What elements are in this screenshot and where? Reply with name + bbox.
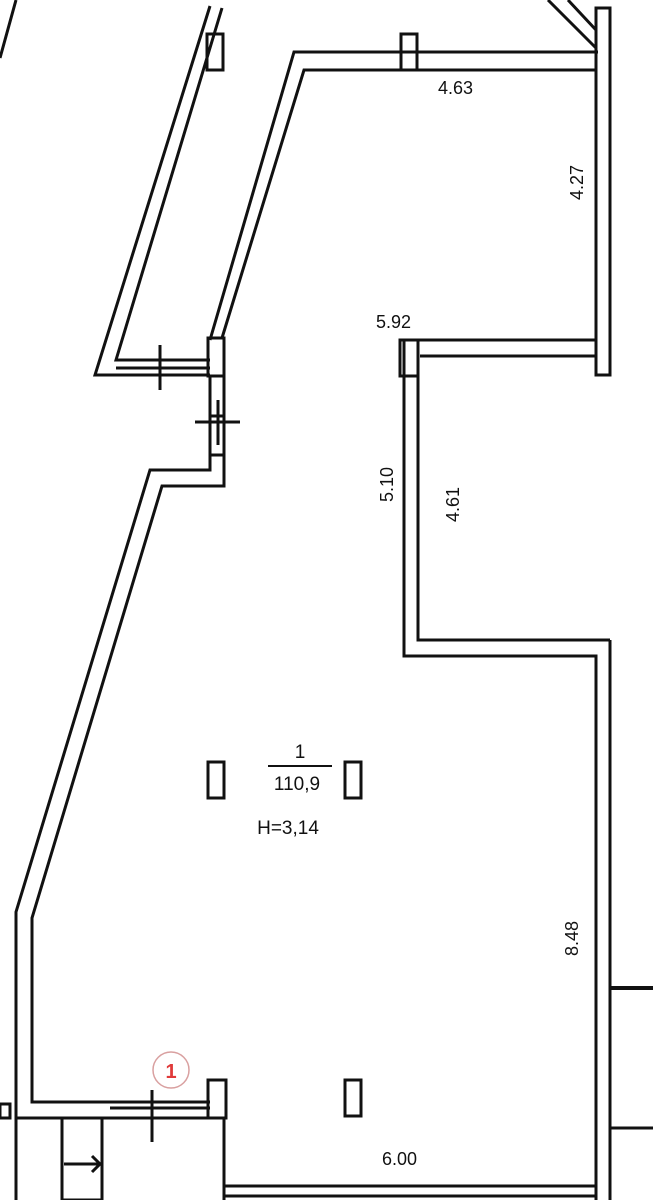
- dimension-top-width: 4.63: [438, 78, 473, 98]
- dimension-notch-width: 5.92: [376, 312, 411, 332]
- marker-number: 1: [165, 1061, 176, 1083]
- entry-block: [60, 1116, 104, 1200]
- dimension-notch-outer: 5.10: [377, 467, 397, 502]
- column-balcony-top: [205, 32, 225, 72]
- roof-line-2: [566, 0, 598, 32]
- room-number: 1: [295, 742, 306, 763]
- notch-wall-vertical: [402, 340, 598, 1200]
- passage-column-top: [206, 336, 226, 378]
- passage-wall: [14, 376, 212, 1200]
- bottom-column: [206, 1078, 228, 1120]
- column-upper-room-top: [399, 32, 419, 72]
- marker-circle: [152, 1051, 190, 1089]
- right-wall-upper: [594, 6, 612, 377]
- dimension-bottom-width: 6.00: [382, 1149, 417, 1169]
- upper-room-outer-wall: [208, 50, 598, 341]
- notch-column: [398, 338, 420, 378]
- notch-wall-top: [416, 338, 610, 642]
- entry-arrow-head: [90, 1154, 103, 1174]
- column-bottom: [343, 1078, 363, 1118]
- room-area: 110,9: [274, 774, 320, 795]
- balcony-outer-wall: [92, 5, 212, 377]
- roof-line-1: [546, 0, 598, 50]
- balcony-inner-wall: [113, 7, 224, 362]
- left-stub: [0, 1102, 12, 1120]
- column-left: [206, 760, 226, 800]
- dimension-right-upper: 4.27: [567, 165, 587, 200]
- upper-room-inner-wall: [220, 68, 596, 339]
- passage-wall-inner: [30, 376, 226, 1104]
- dimension-notch-inner: 4.61: [443, 487, 463, 522]
- outer-wall-left-diagonal: [0, 0, 18, 59]
- dimension-right-lower: 8.48: [562, 921, 582, 956]
- column-right: [343, 760, 363, 800]
- room-height: H=3,14: [257, 818, 319, 839]
